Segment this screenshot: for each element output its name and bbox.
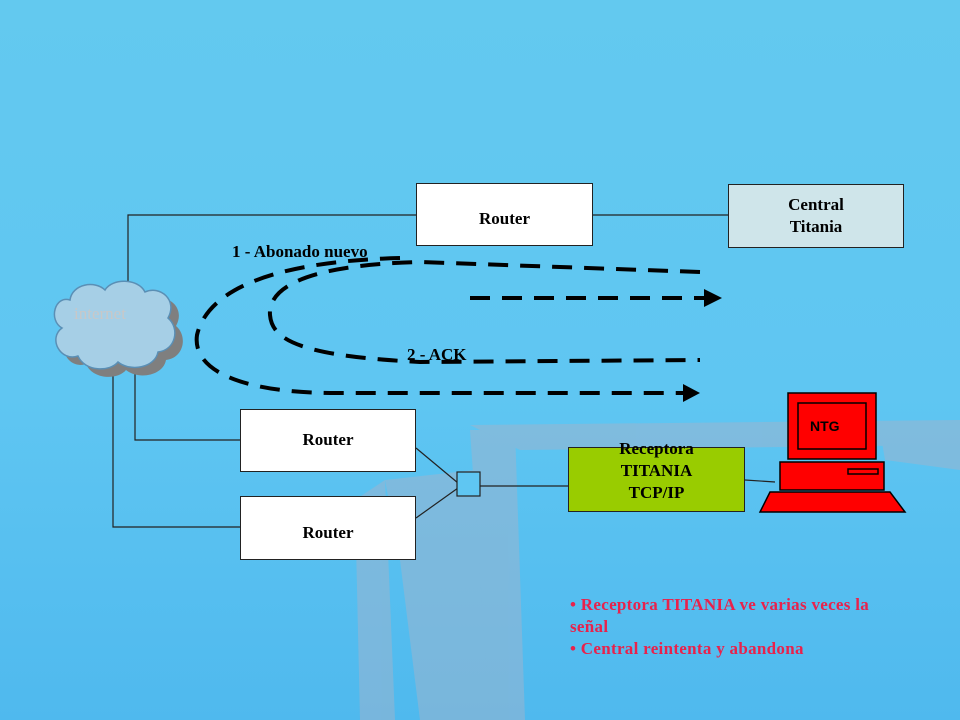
router-bottom-label: Router: [302, 522, 354, 542]
arrow-1-path: [194, 256, 685, 395]
line-cloud-router-mid: [134, 360, 240, 441]
router-mid-box: Router: [240, 409, 416, 472]
notes-list: • Receptora TITANIA ve varias veces la s…: [570, 594, 880, 660]
central-titania-box: Central Titania: [728, 184, 904, 248]
central-label-1: Central: [788, 194, 844, 214]
note-item-2: • Central reintenta y abandona: [570, 639, 804, 659]
arrow-2-label: 2 - ACK: [407, 345, 467, 364]
router-mid-label: Router: [302, 430, 354, 450]
receptora-label-2: TITANIA: [620, 461, 693, 481]
receptora-label-3: TCP/IP: [628, 483, 685, 503]
arrow-1-label: 1 - Abonado nuevo: [232, 242, 368, 261]
line-cloud-router-bottom: [112, 360, 240, 528]
line-receptora-computer: [744, 479, 776, 483]
router-top-label: Router: [479, 209, 530, 229]
line-router-mid-hub: [415, 447, 459, 484]
computer-icon: [758, 392, 907, 513]
arrow-2-path: [267, 259, 701, 365]
arrow-2-head: [704, 289, 722, 307]
router-top-box: Router: [416, 183, 593, 246]
internet-label: internet: [74, 304, 126, 323]
note-item-1: • Receptora TITANIA ve varias veces la s…: [570, 595, 870, 637]
receptora-label-1: Receptora: [619, 439, 694, 458]
arrow-1-head: [683, 384, 700, 402]
router-bottom-box: Router: [240, 496, 416, 560]
hub-box: [456, 471, 481, 497]
line-router-bottom-hub: [415, 487, 459, 519]
line-cloud-router-top: [127, 214, 416, 290]
ntg-label: NTG: [810, 418, 840, 434]
central-label-2: Titania: [789, 217, 843, 236]
internet-cloud-shape: [53, 280, 183, 377]
receptora-box: Receptora TITANIA TCP/IP: [568, 439, 745, 512]
